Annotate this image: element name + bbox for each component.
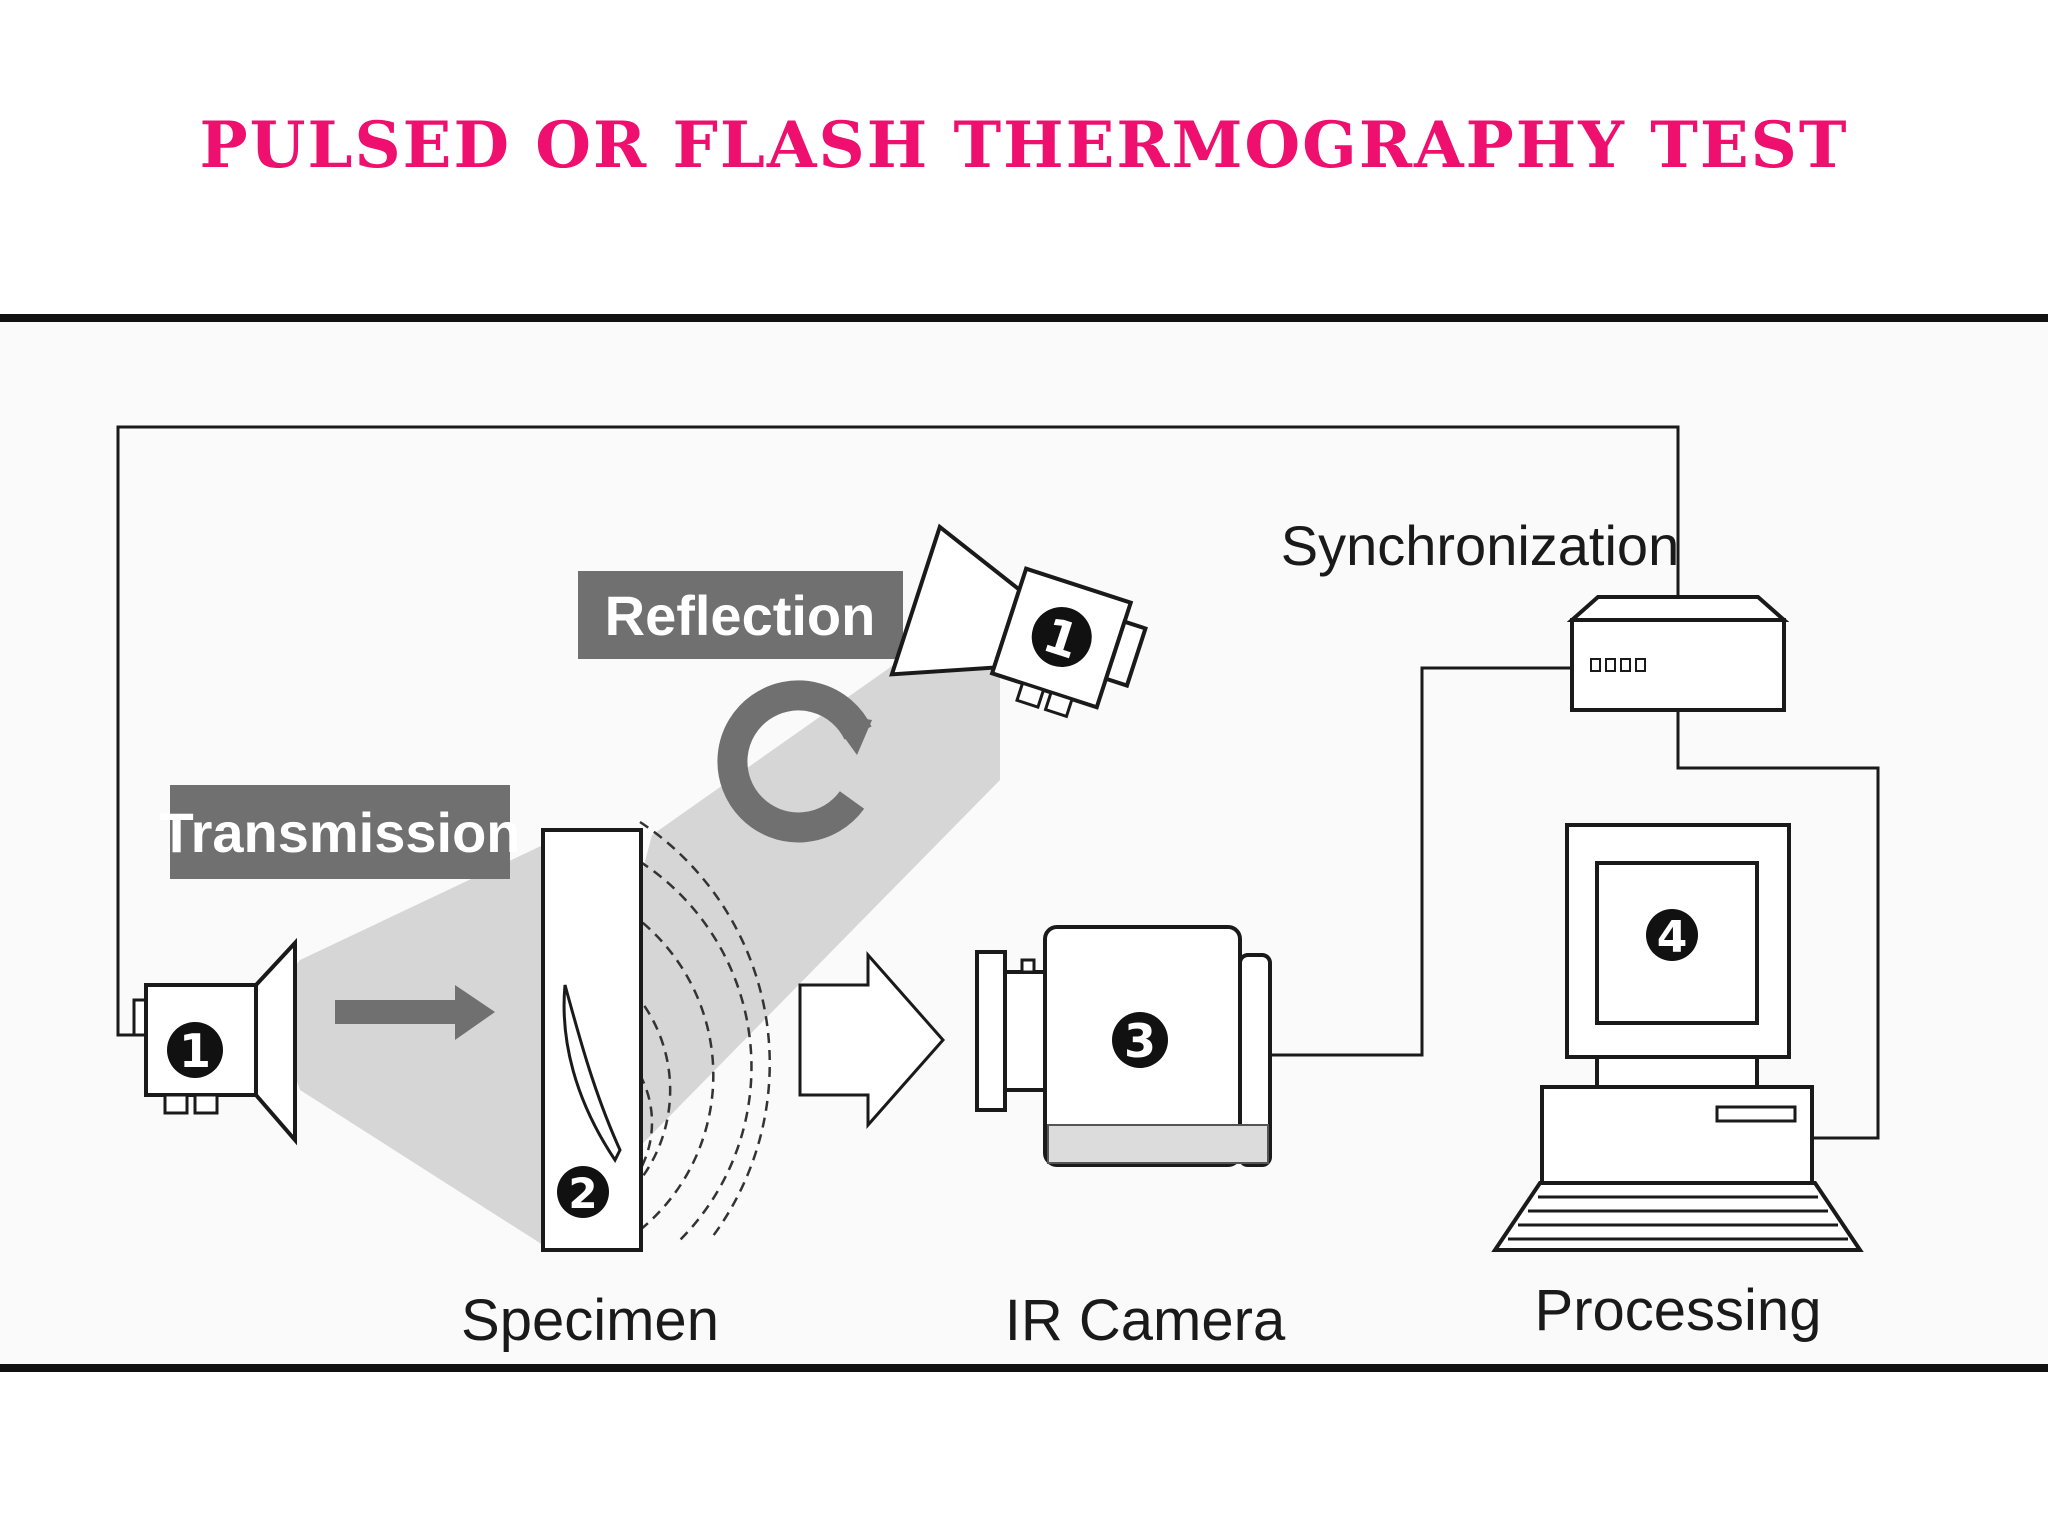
- computer-number: 4: [1657, 912, 1688, 963]
- flash-lamp-icon: 1: [889, 523, 1148, 719]
- reflection-label-box: Reflection: [578, 571, 903, 659]
- ir-camera-label: IR Camera: [1005, 1288, 1286, 1353]
- curved-arrow-icon: [717, 680, 872, 843]
- sync-wire-camera: [1272, 666, 1572, 1057]
- page-title: PULSED OR FLASH THERMOGRAPHY TEST: [199, 108, 1849, 183]
- camera-number: 3: [1124, 1014, 1156, 1068]
- specimen-number: 2: [568, 1169, 597, 1218]
- ir-camera-icon: 3: [975, 925, 1272, 1167]
- hollow-right-arrow-icon: [798, 951, 946, 1129]
- transmission-beam: [268, 845, 543, 1245]
- flash-lamp-icon: 1: [132, 937, 297, 1146]
- transmission-label-box: Transmission: [159, 785, 521, 879]
- specimen-label: Specimen: [461, 1288, 719, 1353]
- computer-icon: 4: [1491, 823, 1864, 1252]
- bottom-rule: [0, 1364, 2048, 1372]
- sync-wire-computer: [1676, 710, 1880, 1140]
- sync-box-icon: [1566, 595, 1790, 712]
- right-arrow-icon: [335, 985, 495, 1040]
- sync-wire-top: [116, 425, 1680, 1037]
- transmission-label: Transmission: [159, 801, 520, 864]
- processing-label: Processing: [1535, 1278, 1822, 1343]
- flash-transmission-number: 1: [179, 1024, 211, 1078]
- reflection-beam: [543, 590, 1000, 1245]
- reflection-label: Reflection: [605, 584, 876, 647]
- specimen-icon: 2: [541, 828, 643, 1252]
- synchronization-label: Synchronization: [1281, 514, 1679, 577]
- top-rule: [0, 314, 2048, 322]
